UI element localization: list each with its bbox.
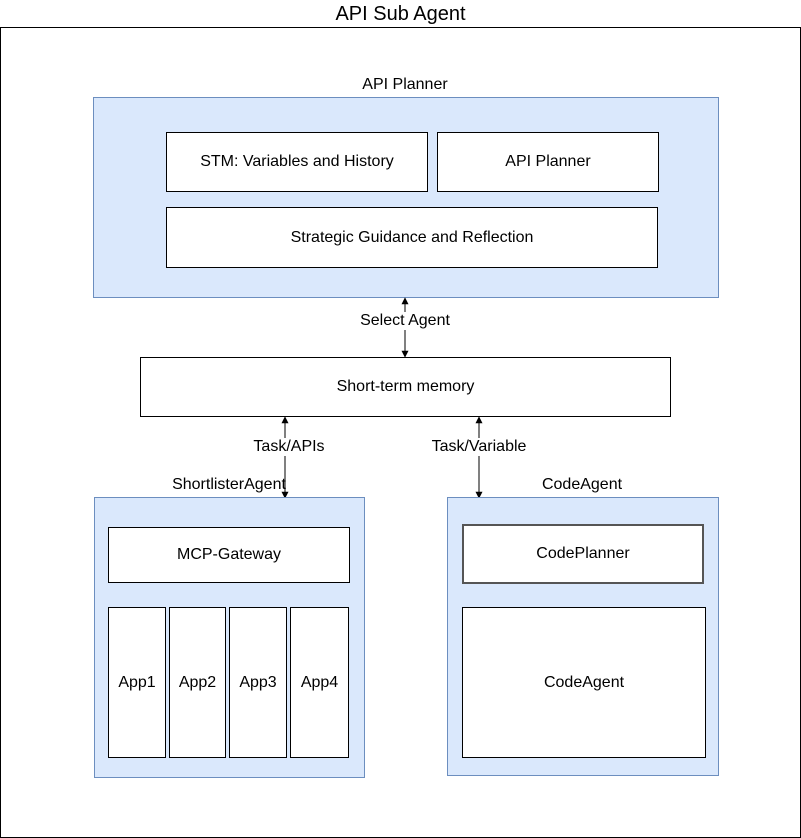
code-agent-group-label: CodeAgent — [541, 476, 623, 493]
api-planner-group-label: API Planner — [362, 76, 448, 93]
app4-box: App4 — [290, 607, 349, 758]
select-agent-label: Select Agent — [345, 312, 465, 330]
task-variable-label: Task/Variable — [419, 438, 539, 456]
strategic-guidance-box: Strategic Guidance and Reflection — [166, 207, 658, 268]
code-planner-box: CodePlanner — [462, 524, 704, 584]
app3-box: App3 — [229, 607, 287, 758]
stm-variables-history-box: STM: Variables and History — [166, 132, 428, 192]
shortlister-group-label: ShortlisterAgent — [172, 476, 286, 493]
api-planner-box: API Planner — [437, 132, 659, 192]
app1-box: App1 — [108, 607, 166, 758]
diagram-title: API Sub Agent — [335, 3, 466, 25]
short-term-memory-box: Short-term memory — [140, 357, 671, 417]
code-agent-box: CodeAgent — [462, 607, 706, 758]
task-apis-label: Task/APIs — [241, 438, 337, 456]
app2-box: App2 — [169, 607, 226, 758]
mcp-gateway-box: MCP-Gateway — [108, 527, 350, 583]
